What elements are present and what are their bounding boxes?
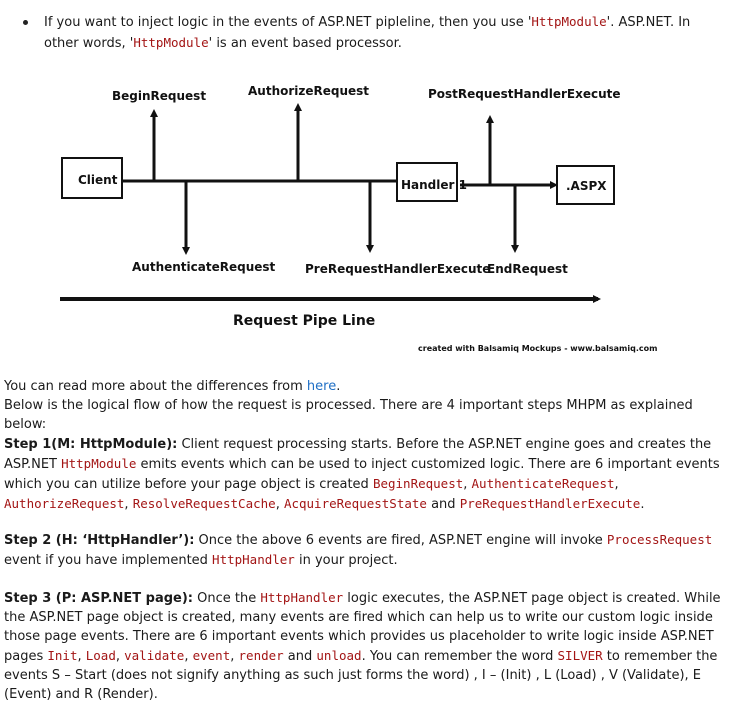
event-code: AuthorizeRequest bbox=[4, 496, 125, 511]
aspx-box bbox=[556, 165, 615, 205]
balsamiq-credit: created with Balsamiq Mockups - www.bals… bbox=[418, 344, 657, 353]
page: If you want to inject logic in the event… bbox=[0, 12, 731, 702]
step-3-paragraph: Step 3 (P: ASP.NET page): Once the HttpH… bbox=[4, 590, 721, 702]
event-code: AuthenticateRequest bbox=[471, 476, 615, 491]
step-1-title: Step 1(M: HttpModule): bbox=[4, 437, 178, 452]
handler-label: Handler 1 bbox=[401, 178, 467, 192]
event-label-post-request-handler-execute: PostRequestHandlerExecute bbox=[428, 87, 621, 101]
event-label-pre-request-handler-execute: PreRequestHandlerExecute bbox=[305, 262, 490, 276]
step-3-title: Step 3 (P: ASP.NET page): bbox=[4, 591, 193, 606]
bullet-dot-icon bbox=[23, 20, 28, 25]
flow-intro: Below is the logical flow of how the req… bbox=[4, 398, 693, 432]
event-code: render bbox=[238, 648, 284, 663]
intro-bullet: If you want to inject logic in the event… bbox=[23, 12, 713, 54]
step-2-paragraph: Step 2 (H: ‘HttpHandler’): Once the abov… bbox=[4, 532, 713, 568]
event-code: PreRequestHandlerExecute bbox=[459, 496, 641, 511]
pipeline-label: Request Pipe Line bbox=[233, 313, 375, 329]
step-1-paragraph: Step 1(M: HttpModule): Client request pr… bbox=[4, 437, 720, 512]
event-code: validate bbox=[124, 648, 185, 663]
event-label-begin-request: BeginRequest bbox=[112, 89, 206, 103]
intro-text: If you want to inject logic in the event… bbox=[44, 14, 691, 51]
event-label-authorize-request: AuthorizeRequest bbox=[248, 84, 369, 98]
event-code: Init bbox=[47, 648, 78, 663]
event-label-authenticate-request: AuthenticateRequest bbox=[132, 260, 276, 274]
step-2-title: Step 2 (H: ‘HttpHandler’): bbox=[4, 533, 195, 548]
client-box bbox=[61, 157, 123, 199]
event-code: AcquireRequestState bbox=[283, 496, 427, 511]
event-code: event bbox=[192, 648, 231, 663]
read-more-line: You can read more about the differences … bbox=[4, 379, 341, 394]
client-label: Client bbox=[78, 173, 118, 187]
pipeline-diagram: Client Handler 1 .ASPX BeginRequest Auth… bbox=[0, 70, 731, 360]
event-label-end-request: EndRequest bbox=[487, 262, 568, 276]
event-code: Load bbox=[85, 648, 116, 663]
event-code: unload bbox=[316, 648, 362, 663]
code-httpmodule: HttpModule bbox=[133, 35, 209, 50]
event-code: ResolveRequestCache bbox=[132, 496, 276, 511]
event-code: BeginRequest bbox=[372, 476, 464, 491]
here-link[interactable]: here bbox=[306, 379, 337, 394]
handler-box bbox=[396, 162, 458, 202]
code-httpmodule: HttpModule bbox=[531, 14, 607, 29]
aspx-label: .ASPX bbox=[566, 179, 607, 193]
